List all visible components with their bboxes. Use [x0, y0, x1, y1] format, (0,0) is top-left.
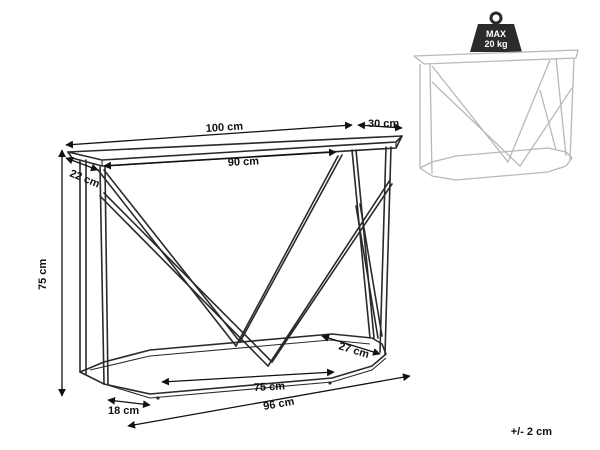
dim-inner-depth-label: 22 cm — [68, 168, 102, 191]
dim-base-width-label: 96 cm — [262, 396, 295, 413]
dim-inner-width-label: 90 cm — [228, 155, 260, 169]
weight-badge-max: MAX — [486, 29, 506, 39]
right-front-leg — [379, 146, 392, 355]
tolerance-note: +/- 2 cm — [510, 426, 552, 438]
dim-base-side-label: 18 cm — [108, 405, 139, 417]
dim-base-inner-width-label: 75 cm — [254, 380, 286, 394]
brace-right-1 — [99, 192, 273, 367]
dim-top-width-label: 100 cm — [205, 120, 243, 135]
brace-right-2 — [267, 179, 393, 367]
brace-left-v — [97, 169, 241, 347]
left-front-leg — [79, 159, 87, 375]
dim-top-depth-label: 30 cm — [368, 118, 399, 130]
thumbnail-drawing: MAX 20 kg — [413, 11, 579, 181]
weight-icon — [470, 11, 522, 52]
weight-badge-value: 20 kg — [484, 39, 507, 49]
left-back-leg — [99, 166, 109, 385]
dim-height-label: 75 cm — [37, 259, 49, 290]
dimension-lines — [58, 121, 411, 429]
brace-center-v — [235, 154, 343, 347]
right-back-leg — [351, 149, 375, 339]
main-table-drawing — [67, 135, 403, 400]
brace-right-3 — [355, 203, 383, 339]
